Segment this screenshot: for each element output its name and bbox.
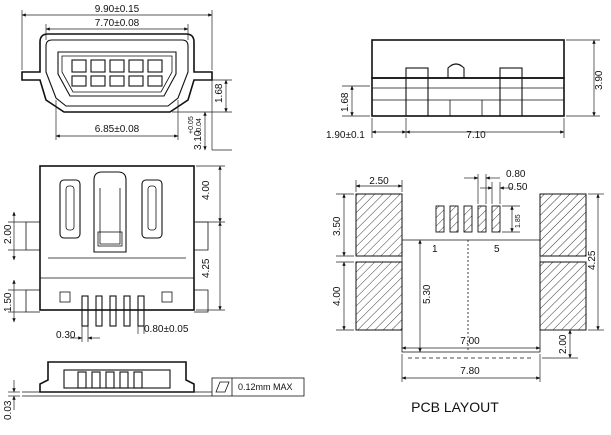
flatness-frame (211, 377, 305, 397)
pin-label-last: 5 (494, 244, 500, 255)
pcb-dim-pad-width: 2.50 (369, 176, 389, 187)
top-view: 4.00 4.25 2.00 1.50 0.30 0.80±0.05 (3, 165, 225, 342)
dim-left-height: 1.68 (340, 92, 351, 112)
dim-total-width: 9.90±0.15 (95, 4, 140, 15)
pad-lower-right (539, 261, 587, 331)
pcb-dim-pin-length: 1.85 (515, 214, 522, 228)
pcb-layout: 2.50 0.80 0.50 1.85 3.50 4.00 5.30 4.25 … (332, 169, 604, 415)
pcb-dim-center-height: 5.30 (422, 284, 433, 304)
bottom-view: 0.03 0.12mm MAX (3, 361, 305, 420)
dim-upper-height: 4.00 (201, 180, 212, 200)
dim-lower-height: 4.25 (201, 258, 212, 278)
pad-upper-right (539, 193, 587, 257)
flatness-label: 0.12mm MAX (238, 382, 293, 392)
pcb-dim-bottom-offset: 2.00 (558, 334, 569, 354)
dim-side-tol-main: 3.10 (193, 130, 204, 150)
dim-side-tol-upper: +0.05 (188, 116, 195, 134)
pad-lower-left (355, 261, 403, 331)
front-pins (71, 59, 163, 87)
pcb-dim-outer-span: 7.80 (460, 366, 480, 377)
pin-label-first: 1 (432, 244, 438, 255)
bottom-pins (77, 371, 143, 389)
dim-bottom-width: 6.85±0.08 (95, 124, 140, 135)
pcb-layout-title: PCB LAYOUT (411, 399, 499, 415)
dim-length: 7.10 (466, 130, 486, 141)
pcb-dim-inner-span: 7.00 (460, 336, 480, 347)
top-pins (81, 295, 145, 327)
pcb-dim-upper-pad: 3.50 (332, 216, 343, 236)
signal-pads (435, 205, 501, 233)
dim-left-foot: 1.50 (3, 292, 14, 312)
pcb-dim-right-pad: 4.25 (587, 250, 598, 270)
pad-upper-left (355, 193, 403, 257)
dim-pin-pitch: 0.80±0.05 (144, 324, 189, 335)
dim-height: 3.90 (594, 70, 605, 90)
flatness-icon (215, 381, 230, 393)
pcb-dim-pin-width: 0.50 (508, 182, 528, 193)
pcb-dim-pitch: 0.80 (506, 169, 526, 180)
dim-side-tol-lower: -0.04 (196, 118, 203, 134)
dim-standoff: 0.03 (3, 400, 14, 420)
dim-inner-width: 7.70±0.08 (95, 18, 140, 29)
side-view: 3.90 1.68 1.90±0.1 7.10 (326, 39, 605, 141)
dim-left-offset: 1.90±0.1 (326, 130, 365, 141)
pcb-dim-lower-pad: 4.00 (332, 286, 343, 306)
dim-pin-width: 0.30 (56, 330, 76, 341)
dim-left-tab: 2.00 (3, 224, 14, 244)
dim-right-height: 1.68 (214, 83, 225, 103)
front-view: 9.90±0.15 7.70±0.08 6.85±0.08 1.68 3.10 … (21, 4, 232, 151)
